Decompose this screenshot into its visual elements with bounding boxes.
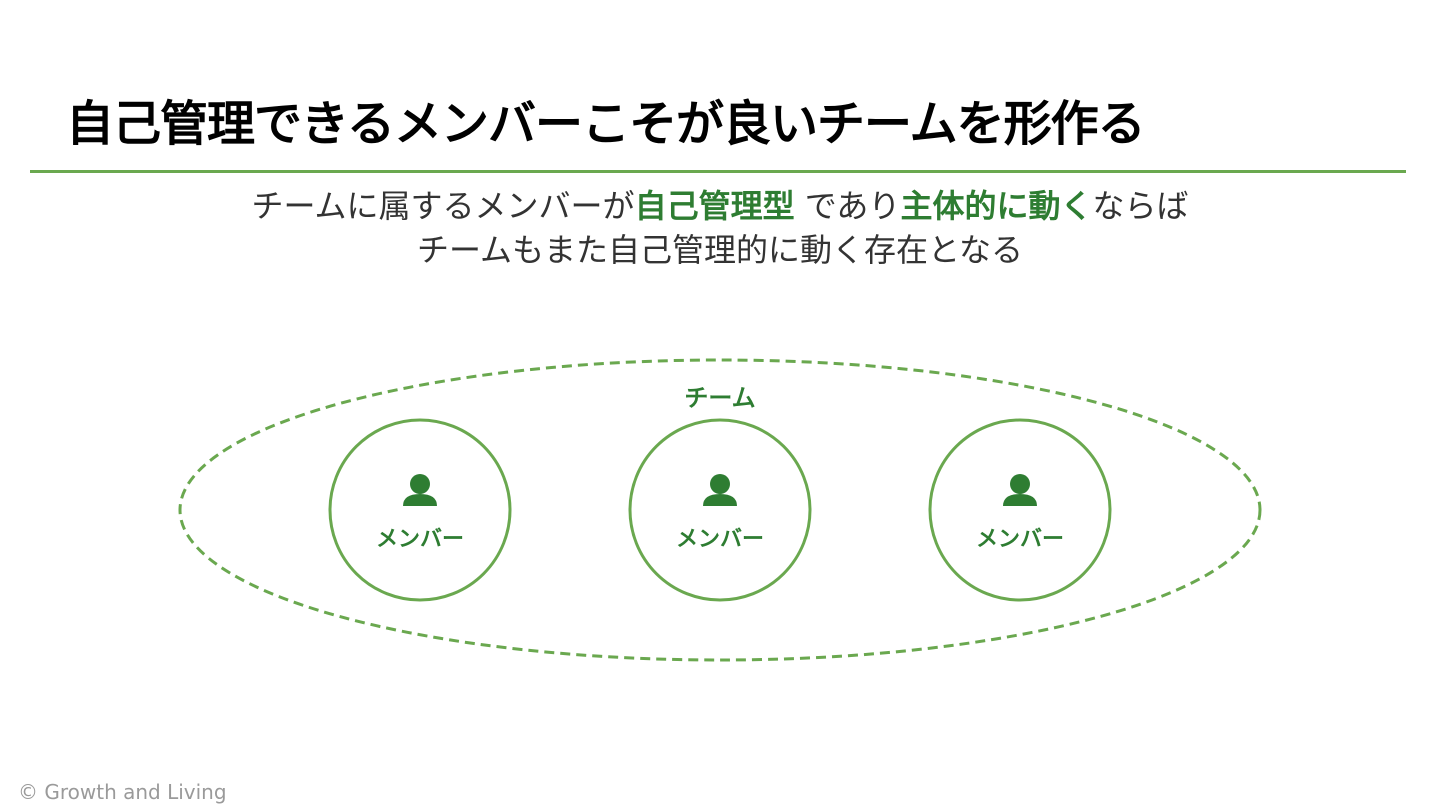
slide-title: 自己管理できるメンバーこそが良いチームを形作る	[66, 96, 1146, 152]
member-circle	[328, 418, 512, 602]
member-label: メンバー	[376, 527, 464, 552]
member-label: メンバー	[976, 527, 1064, 552]
subtitle-text-1: チームに属するメンバーが	[251, 187, 635, 225]
member-node: メンバー	[928, 418, 1112, 602]
copyright-footer: © Growth and Living	[18, 780, 227, 804]
emphasis-self-managed: 自己管理型	[634, 187, 795, 225]
team-boundary	[178, 358, 1262, 662]
person-icon	[703, 474, 737, 506]
member-circle	[928, 418, 1112, 602]
member-circle	[628, 418, 812, 602]
subtitle: チームに属するメンバーが自己管理型 であり主体的に動くならば チームもまた自己管…	[0, 184, 1440, 272]
team-label: チーム	[684, 384, 755, 412]
person-icon	[1003, 474, 1037, 506]
subtitle-line-2: チームもまた自己管理的に動く存在となる	[416, 231, 1024, 269]
title-divider	[30, 170, 1406, 173]
subtitle-text-2: であり	[804, 187, 901, 225]
person-icon	[403, 474, 437, 506]
member-node: メンバー	[628, 418, 812, 602]
member-label: メンバー	[676, 527, 764, 552]
member-node: メンバー	[328, 418, 512, 602]
subtitle-text-3: ならば	[1092, 187, 1189, 225]
emphasis-proactive: 主体的に動く	[900, 187, 1093, 225]
subtitle-line-1: チームに属するメンバーが自己管理型 であり主体的に動くならば	[0, 184, 1440, 228]
